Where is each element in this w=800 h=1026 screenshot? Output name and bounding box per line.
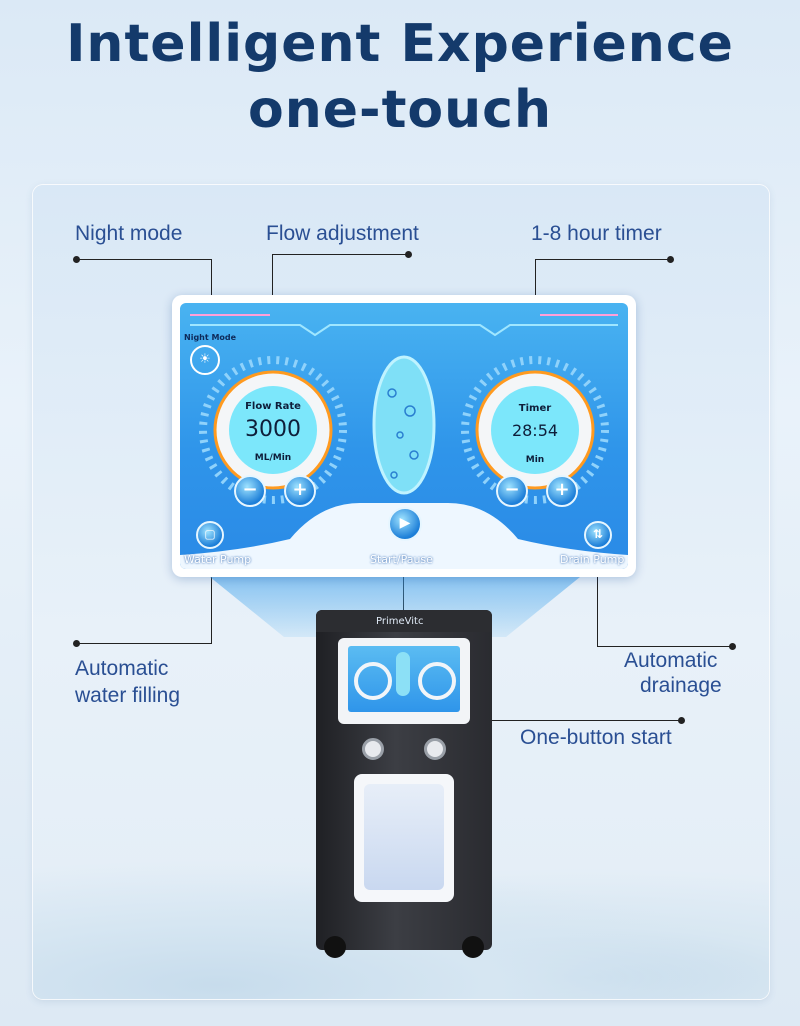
night-mode-label: Night Mode — [184, 333, 237, 342]
start-pause-button[interactable]: ▶ — [388, 507, 422, 541]
leader-line-fill-v — [211, 560, 212, 644]
leader-line-drain-v — [597, 560, 598, 647]
device-wheel-right — [462, 936, 484, 958]
device-wheel-left — [324, 936, 346, 958]
flow-rate-label: Flow Rate — [245, 401, 301, 412]
device-mini-screen — [348, 646, 460, 712]
mini-gauge-right — [418, 662, 456, 700]
timer-gauge: Timer 28:54 Min — [460, 355, 610, 505]
device-screen-frame — [338, 638, 470, 724]
flow-increase-button[interactable]: + — [284, 475, 316, 507]
water-pump-button[interactable]: ▢ — [196, 521, 224, 549]
headline-line-1: Intelligent Experience — [66, 14, 734, 74]
callout-timer: 1-8 hour timer — [531, 222, 662, 245]
callout-night-mode: Night mode — [75, 222, 183, 245]
device-tank-frame — [354, 774, 454, 902]
leader-dot-flow — [405, 251, 412, 258]
callout-auto-drain-line1: Automatic — [624, 649, 718, 672]
play-icon: ▶ — [399, 515, 411, 531]
flow-decrease-button[interactable]: − — [234, 475, 266, 507]
timer-increase-button[interactable]: + — [546, 475, 578, 507]
flow-rate-value: 3000 — [245, 417, 301, 442]
water-pump-label: Water Pump — [184, 553, 252, 566]
leader-line-start-h — [403, 720, 681, 721]
leader-line-flow-h — [272, 254, 408, 255]
device-brand: PrimeVitc — [376, 616, 424, 627]
callout-auto-fill-line1: Automatic — [75, 657, 169, 680]
device-port-right — [424, 738, 446, 760]
touch-screen: ☀ Night Mode Flow Rate 3000 ML/Min − + T… — [180, 303, 628, 569]
start-pause-label: Start/Pause — [370, 553, 433, 566]
headline-line-2: one-touch — [247, 80, 553, 140]
drain-pump-label: Drain Pump — [560, 553, 625, 566]
callout-flow-adjustment: Flow adjustment — [266, 222, 419, 245]
device-port-left — [362, 738, 384, 760]
flow-rate-gauge: Flow Rate 3000 ML/Min — [198, 355, 348, 505]
flow-rate-unit: ML/Min — [254, 453, 292, 463]
leader-line-night-h — [76, 259, 212, 260]
device-top — [316, 610, 492, 632]
callout-auto-drain-line2: drainage — [640, 674, 722, 697]
leader-dot-start — [678, 717, 685, 724]
mini-bubble-tube — [396, 652, 410, 696]
leader-line-drain-h — [597, 646, 732, 647]
drain-pump-button[interactable]: ⇅ — [584, 521, 612, 549]
water-pump-icon: ▢ — [204, 527, 216, 541]
night-mode-icon[interactable]: ☀ — [190, 345, 220, 375]
leader-line-fill-h — [76, 643, 212, 644]
drain-pump-icon: ⇅ — [592, 527, 604, 541]
callout-one-button-start: One-button start — [520, 726, 672, 749]
device-water-tank — [364, 784, 444, 890]
callout-auto-fill-line2: water filling — [75, 684, 181, 707]
timer-value: 28:54 — [511, 421, 559, 440]
device-body: PrimeVitc — [316, 610, 492, 958]
timer-unit: Min — [525, 455, 545, 465]
leader-line-timer-h — [535, 259, 670, 260]
timer-label: Timer — [518, 403, 552, 414]
timer-decrease-button[interactable]: − — [496, 475, 528, 507]
leader-dot-timer — [667, 256, 674, 263]
mini-gauge-left — [354, 662, 392, 700]
leader-dot-drain — [729, 643, 736, 650]
touch-screen-panel: ☀ Night Mode Flow Rate 3000 ML/Min − + T… — [172, 295, 636, 577]
